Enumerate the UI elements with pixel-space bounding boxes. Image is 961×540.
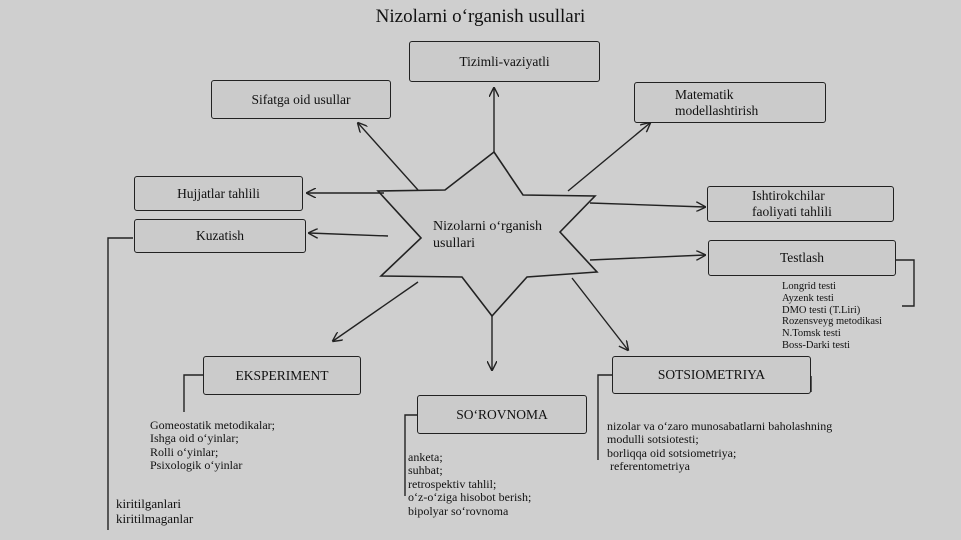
list-eksperiment: Gomeostatik metodikalar; Ishga oid o‘yin…: [150, 418, 275, 473]
node-sotsiometriya: SOTSIOMETRIYA: [612, 356, 811, 394]
list-item: kiritilmaganlar: [116, 510, 194, 526]
node-sifatga-oid-usullar: Sifatga oid usullar: [211, 80, 391, 119]
bracket-testlash: [895, 259, 915, 307]
list-sorovnoma: anketa; suhbat; retrospektiv tahlil; o‘z…: [408, 450, 532, 518]
list-item: nizolar va o‘zaro munosabatlarni baholas…: [607, 419, 833, 433]
list-item: bipolyar so‘rovnoma: [408, 503, 509, 518]
list-item: anketa;: [408, 450, 443, 464]
node-eksperiment: EKSPERIMENT: [203, 356, 361, 395]
arrow-sifatga: [358, 123, 419, 191]
list-item: Longrid testi: [782, 281, 836, 292]
list-item: DMO testi (T.Liri): [782, 304, 861, 316]
list-item: Rolli o‘yinlar;: [150, 444, 219, 459]
arrow-testlash: [589, 255, 705, 261]
bracket-sotsiometriya: [597, 374, 612, 460]
list-item: modulli sotsiotesti;: [607, 432, 699, 447]
node-sorovnoma: SO‘ROVNOMA: [417, 395, 587, 434]
node-kuzatish: Kuzatish: [134, 219, 306, 253]
list-kuzatish: kiritilganlari kiritilmaganlar: [116, 496, 194, 526]
list-item: N.Tomsk testi: [782, 328, 841, 339]
list-item: Ayzenk testi: [782, 292, 834, 304]
list-sotsiometriya: nizolar va o‘zaro munosabatlarni baholas…: [607, 419, 833, 474]
bracket-kuzatish: [107, 237, 133, 530]
arrow-kuzatish: [309, 233, 389, 236]
list-item: Rozensveyg metodikasi: [782, 316, 883, 328]
list-testlash: Longrid testi Ayzenk testi DMO testi (T.…: [782, 281, 882, 352]
center-label: Nizolarni o‘rganish usullari: [433, 219, 542, 251]
arrow-eksperiment: [333, 281, 419, 341]
list-item: Ishga oid o‘yinlar;: [150, 431, 239, 446]
bracket-eksperiment: [183, 374, 203, 412]
list-item: suhbat;: [408, 463, 443, 478]
bracket-sorovnoma: [404, 414, 417, 496]
list-item: kiritilganlari: [116, 496, 181, 511]
list-item: Psixologik o‘yinlar: [150, 458, 243, 473]
arrow-sotsiometriya: [571, 277, 628, 350]
list-item: retrospektiv tahlil;: [408, 476, 497, 491]
arrow-matematik: [567, 123, 650, 192]
list-item: Gomeostatik metodikalar;: [150, 418, 275, 432]
diagram-title: Nizolarni o‘rganish usullari: [375, 6, 586, 27]
node-ishtirokchilar-faoliyati: Ishtirokchilar faoliyati tahlili: [707, 186, 894, 222]
list-item: o‘z-o‘ziga hisobot berish;: [408, 490, 532, 505]
node-tizimli-vaziyatli: Tizimli-vaziyatli: [409, 41, 600, 82]
node-matematik-modellashtirish: Matematik modellashtirish: [634, 82, 826, 123]
list-item: borliqqa oid sotsiometriya;: [607, 445, 737, 460]
node-testlash: Testlash: [708, 240, 896, 276]
list-item: Boss-Darki testi: [782, 339, 850, 351]
arrow-ishtirokchilar: [589, 203, 705, 207]
list-item: referentometriya: [607, 459, 690, 474]
node-hujjatlar-tahlili: Hujjatlar tahlili: [134, 176, 303, 211]
